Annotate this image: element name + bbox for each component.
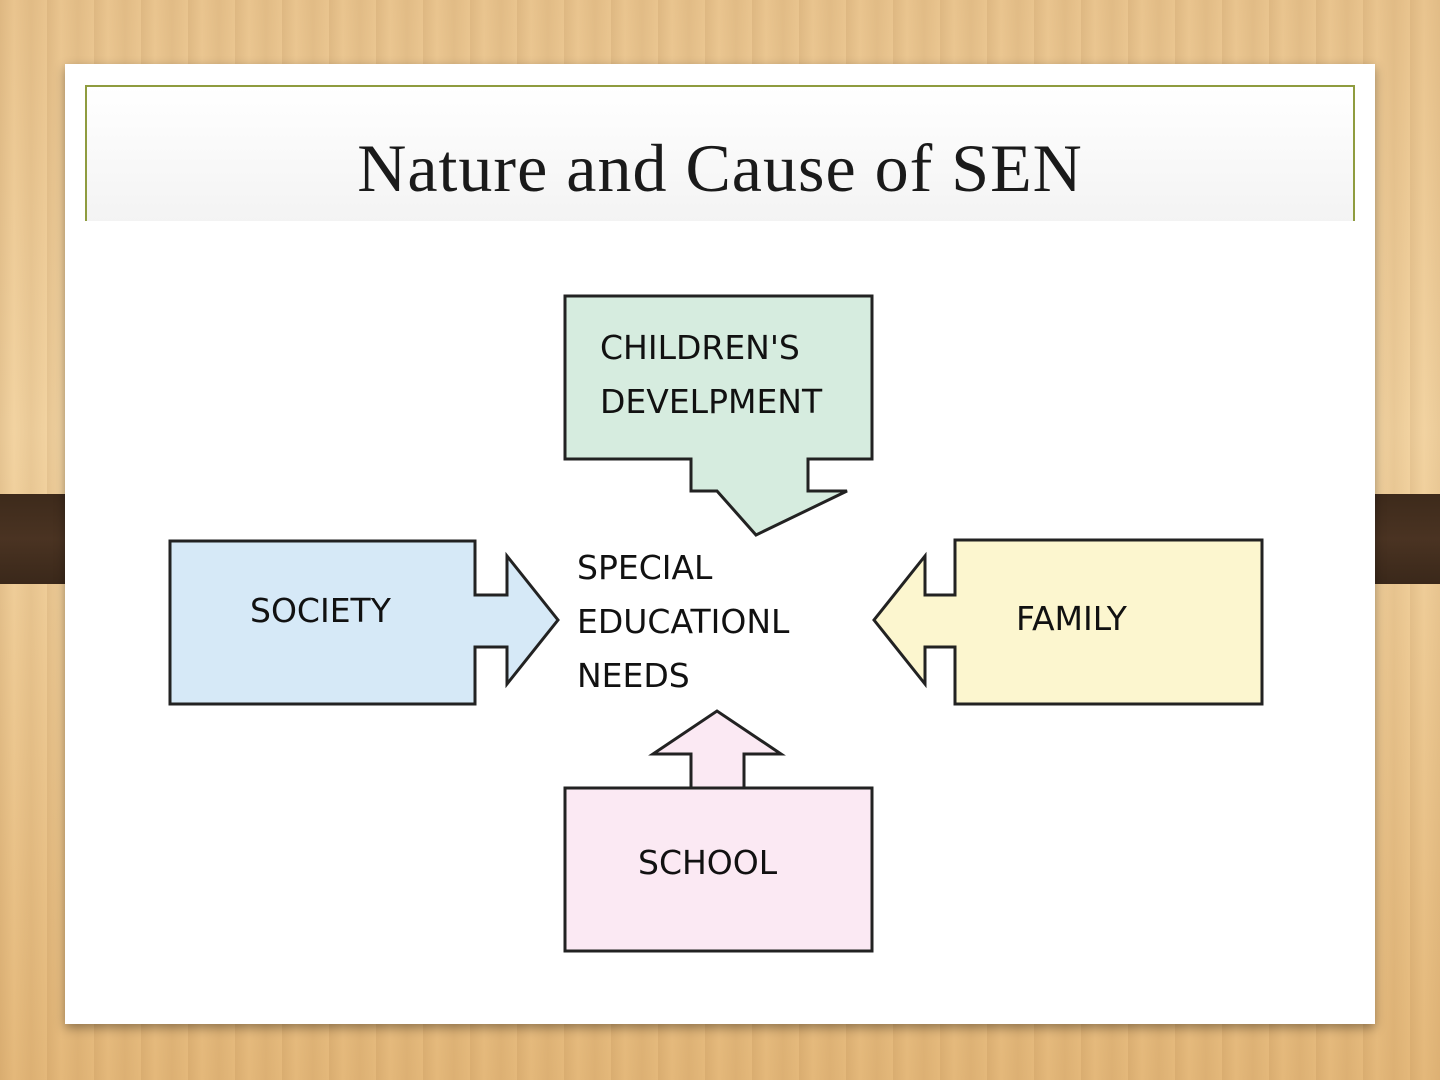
family-label: FAMILY (1016, 599, 1127, 638)
society-label: SOCIETY (250, 591, 391, 630)
children-development-box (563, 294, 874, 537)
center-line-3: NEEDS (577, 656, 690, 695)
children-development-line-1: CHILDREN'S (600, 328, 800, 367)
school-label: SCHOOL (638, 843, 778, 882)
society-box (168, 539, 560, 706)
diagram-area: CHILDREN'S DEVELPMENT SOCIETY SPECIAL ED… (65, 221, 1367, 1021)
school-box (563, 709, 874, 953)
children-development-label: CHILDREN'S DEVELPMENT (600, 321, 822, 429)
children-development-line-2: DEVELPMENT (600, 382, 823, 421)
family-box (872, 538, 1264, 706)
center-line-2: EDUCATIONL (577, 602, 790, 641)
title-bar: Nature and Cause of SEN (85, 85, 1355, 223)
center-line-1: SPECIAL (577, 548, 713, 587)
center-label: SPECIAL EDUCATIONL NEEDS (577, 541, 789, 703)
slide-title: Nature and Cause of SEN (357, 130, 1083, 206)
diagram-svg (168, 294, 1264, 953)
